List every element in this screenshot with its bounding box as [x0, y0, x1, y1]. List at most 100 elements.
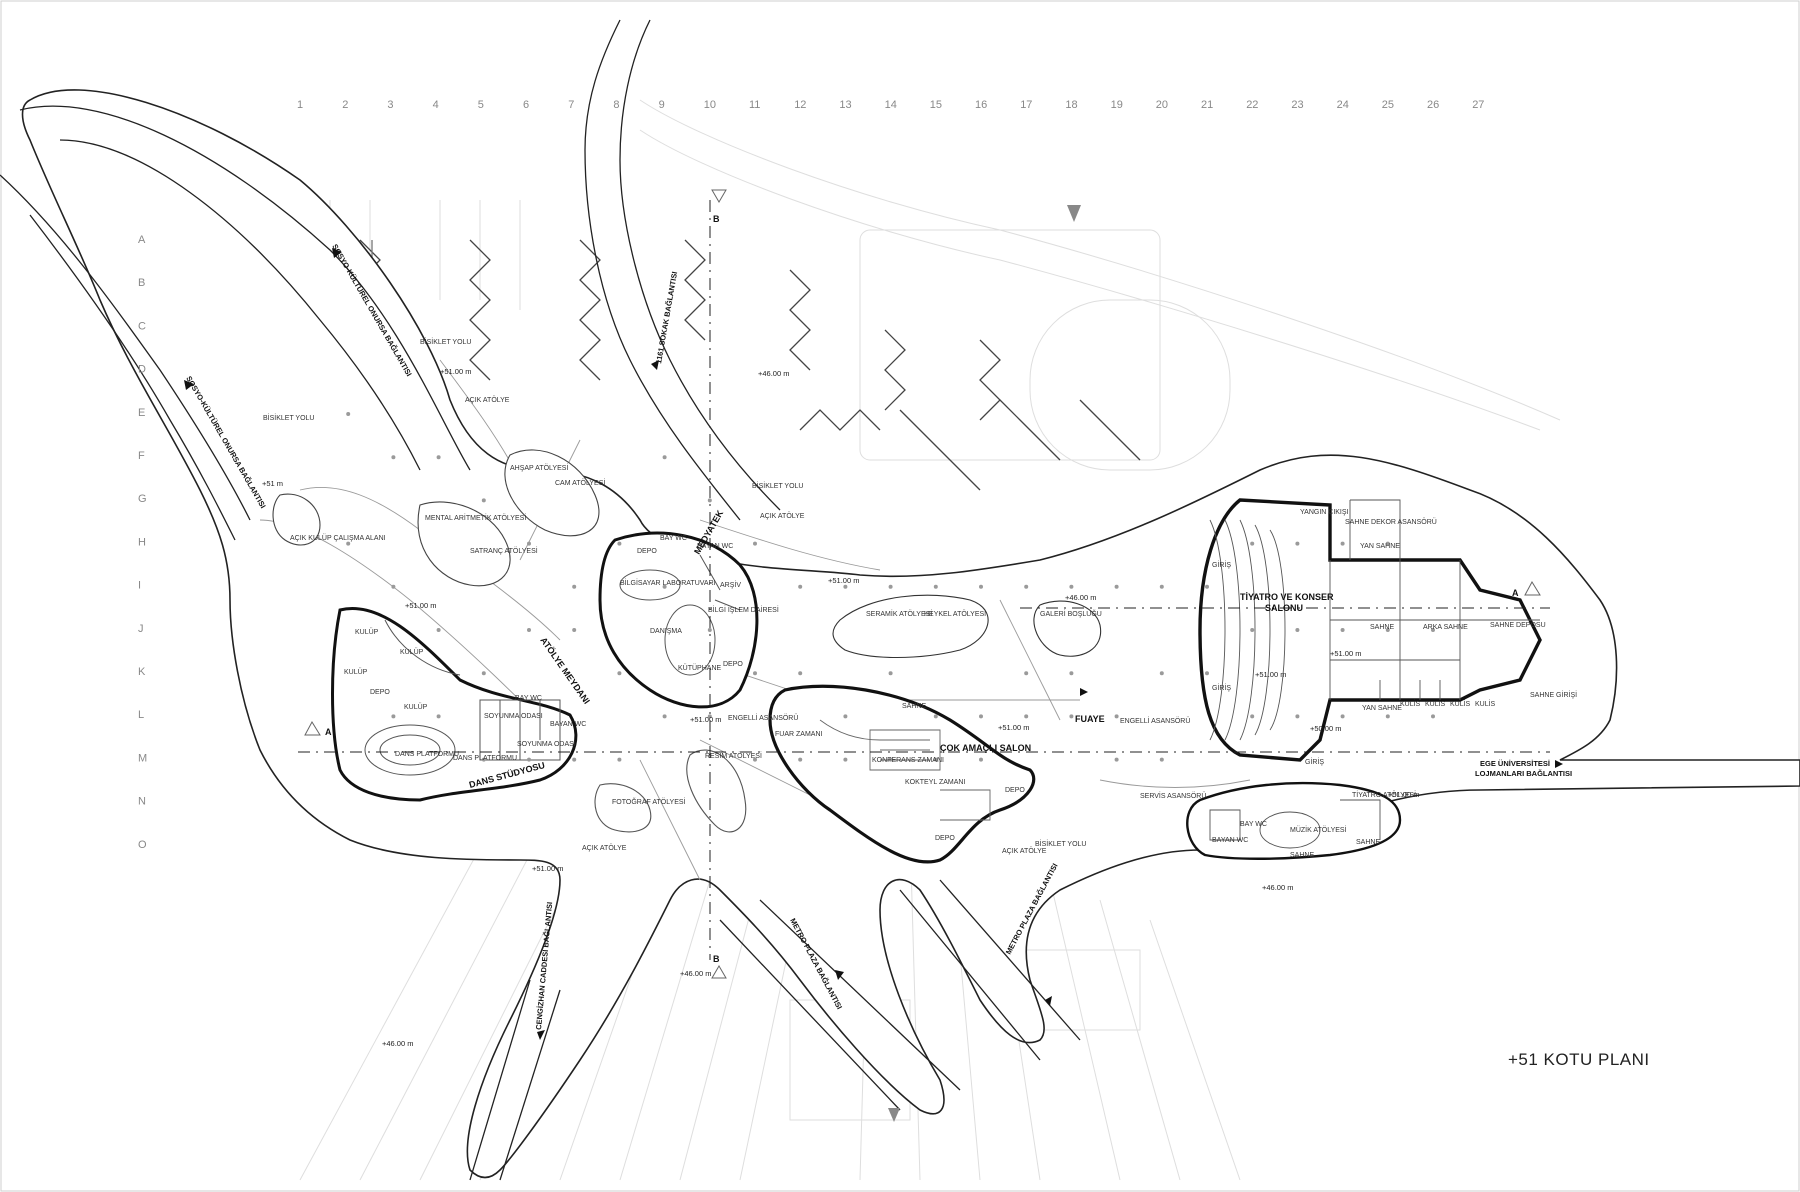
grid-dot	[662, 455, 667, 460]
road-arms	[0, 19, 1081, 1181]
grid-dot	[1114, 757, 1119, 762]
arrow-icon	[1045, 996, 1052, 1006]
room-label: BİSİKLET YOLU	[1035, 839, 1087, 848]
grid-dot	[1069, 714, 1074, 719]
muzik-interior	[1209, 799, 1381, 849]
grid-dot	[1114, 714, 1119, 719]
grid-dot	[391, 455, 396, 460]
grid-dot	[391, 714, 396, 719]
grid-dot	[933, 757, 938, 762]
grid-dot	[481, 757, 486, 762]
grid-dot	[617, 757, 622, 762]
grid-dot	[1250, 714, 1255, 719]
section-markers	[304, 189, 1541, 979]
room-label: SAHNE	[1290, 852, 1314, 859]
road-label-ege-2: LOJMANLARI BAĞLANTISI	[1475, 769, 1572, 778]
room-label: KOKTEYL ZAMANI	[905, 779, 965, 786]
level-label: +46.00 m	[382, 1039, 413, 1048]
triangle-marker-icon	[1067, 205, 1081, 222]
plan-title: +51 KOTU PLANI	[1508, 1050, 1650, 1069]
arrow-icon	[332, 248, 342, 258]
grid-row-label: I	[138, 580, 141, 592]
grid-dot	[527, 541, 531, 546]
grid-row-label: H	[138, 536, 146, 548]
grid-dot	[843, 757, 848, 762]
section-b-bottom-marker	[711, 965, 727, 979]
grid-dot	[527, 757, 531, 762]
grid-column-label: 5	[478, 99, 484, 111]
grid-dot	[1069, 671, 1074, 676]
room-label: ENGELLİ ASANSÖRÜ	[1120, 716, 1190, 725]
grid-row-label: G	[138, 493, 147, 505]
room-label: HEYKEL ATÖLYESİ	[924, 609, 986, 618]
space-label-fuaye: FUAYE	[1075, 714, 1105, 724]
grid-dot	[662, 584, 667, 589]
grid-dot	[1250, 541, 1255, 546]
grid-dot	[481, 671, 486, 676]
room-label: DEPO	[723, 661, 743, 668]
room-label: DEPO	[1005, 787, 1025, 794]
grid-column-label: 7	[568, 99, 574, 111]
grid-column-label: 21	[1201, 99, 1213, 111]
tiyatro-interior	[1209, 499, 1540, 741]
room-label: BAY WC	[515, 695, 542, 702]
grid-column-label: 15	[930, 99, 942, 111]
grid-dot	[843, 584, 848, 589]
grid-dot	[1340, 628, 1345, 632]
room-label: TİYATRO ATÖLYESİ	[1352, 790, 1416, 799]
grid-column-label: 12	[794, 99, 806, 111]
arrow-icon	[184, 380, 194, 390]
grid-dot	[979, 584, 983, 589]
grid-dot	[617, 671, 622, 676]
grid-dot	[753, 757, 757, 762]
grid-column-label: 9	[659, 99, 665, 111]
grid-dot	[1295, 714, 1300, 719]
grid-column-label: 13	[839, 99, 851, 111]
grid-dot	[1431, 714, 1435, 719]
arrow-icon	[1555, 760, 1563, 768]
grid-row-label: O	[138, 839, 147, 851]
room-label: BİLGİSAYAR LABORATUVARI	[620, 578, 716, 587]
room-label: DANS PLATFORMU	[453, 755, 517, 762]
grid-dot	[1114, 584, 1119, 589]
arrow-icon	[537, 1030, 545, 1040]
room-label: DEPO	[370, 689, 390, 696]
level-label: +51.00 m	[1330, 649, 1361, 658]
grid-row-label: L	[138, 709, 144, 721]
room-label: RESİM ATÖLYESİ	[705, 751, 762, 760]
space-label-tiyatro-2: SALONU	[1265, 603, 1303, 613]
grid-column-label: 19	[1111, 99, 1123, 111]
grid-row-label: J	[138, 623, 144, 635]
room-label: BİSİKLET YOLU	[752, 481, 804, 490]
grid-dot	[1159, 757, 1164, 762]
grid-dot	[436, 714, 441, 719]
room-label: KULÜP	[404, 703, 428, 711]
level-label: +51.00 m	[998, 723, 1029, 732]
direction-arrows	[184, 248, 1563, 1040]
room-label: AÇIK ATÖLYE	[465, 396, 510, 404]
room-label: DANIŞMA	[650, 628, 682, 635]
section-a-left-marker	[304, 720, 321, 736]
room-label: SOYUNMA ODASI	[484, 713, 543, 720]
grid-dot	[346, 541, 351, 546]
grid-dot	[1205, 584, 1209, 589]
room-label: AÇIK ATÖLYE	[1002, 847, 1047, 855]
cok-amacli-interior	[819, 719, 991, 821]
grid-dot	[1295, 541, 1300, 546]
room-label: KULİS	[1475, 699, 1496, 708]
level-label: +51 m	[262, 479, 283, 488]
arrow-icon	[1080, 688, 1088, 696]
section-a-right-marker	[1524, 580, 1541, 596]
room-label: DEPO	[637, 548, 657, 555]
room-label: KULİS	[1400, 699, 1421, 708]
level-label: +46.00 m	[758, 369, 789, 378]
galeri-island	[1033, 600, 1102, 657]
grid-column-label: 1	[297, 99, 303, 111]
level-label: +50.00 m	[1310, 724, 1341, 733]
grid-dot	[798, 584, 803, 589]
grid-dot	[798, 757, 803, 762]
grid-column-label: 22	[1246, 99, 1258, 111]
level-label: +51.00 m	[690, 715, 721, 724]
room-label: SAHNE	[1356, 839, 1380, 846]
